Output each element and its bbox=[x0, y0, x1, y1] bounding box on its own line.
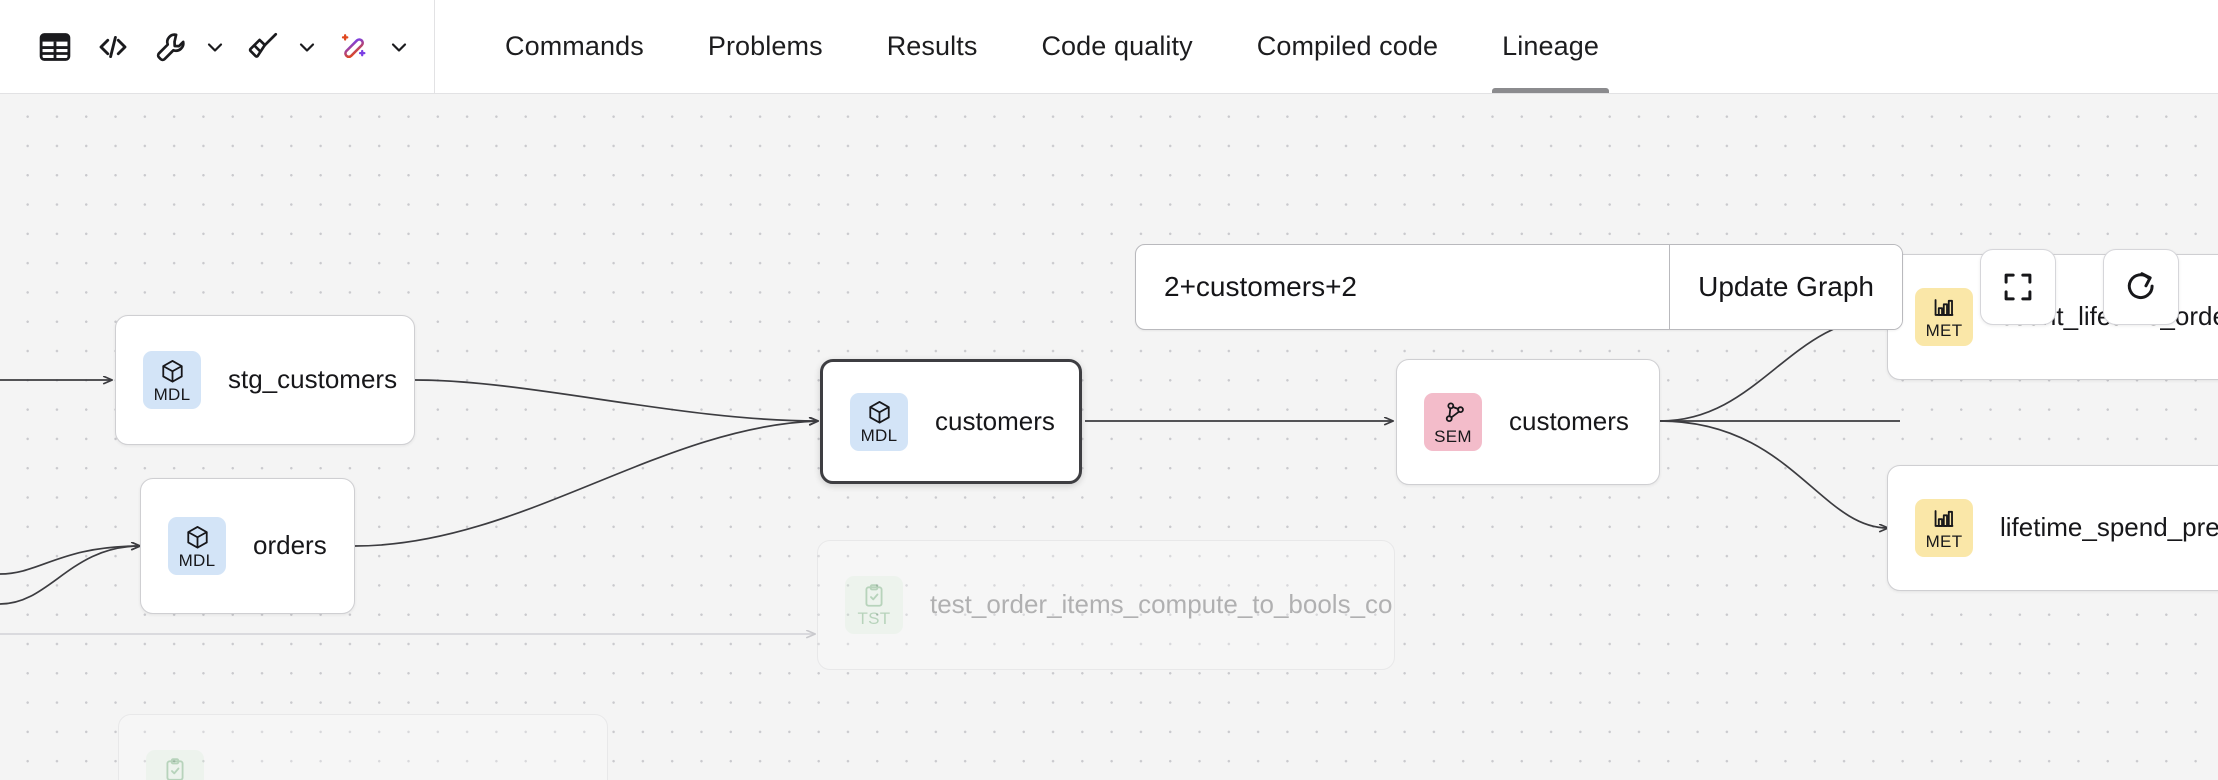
badge-text: MET bbox=[1925, 321, 1963, 340]
wrench-icon[interactable] bbox=[144, 20, 198, 74]
bar-chart-icon bbox=[1934, 299, 1954, 316]
lineage-node-orders[interactable]: MDL orders bbox=[140, 478, 355, 614]
chevron-down-glyph bbox=[207, 42, 223, 52]
node-type-badge-met: MET bbox=[1915, 499, 1973, 557]
code-glyph bbox=[99, 35, 127, 58]
view-tabs: Commands Problems Results Code quality C… bbox=[473, 0, 1631, 93]
network-icon bbox=[1445, 401, 1464, 422]
lineage-search-bar: Update Graph bbox=[1135, 244, 1903, 330]
node-label: stg_customers bbox=[228, 364, 398, 395]
top-toolbar: Commands Problems Results Code quality C… bbox=[0, 0, 2218, 94]
bar-chart-icon bbox=[1934, 510, 1954, 527]
edge bbox=[0, 546, 140, 575]
refresh-icon bbox=[2127, 272, 2154, 300]
node-label: customers bbox=[935, 405, 1055, 436]
node-label: test_order_items_compute_to_bools_correc… bbox=[930, 589, 1395, 620]
node-label: customers bbox=[1509, 406, 1629, 437]
tab-label: Commands bbox=[505, 31, 644, 61]
wrench-glyph bbox=[156, 32, 185, 61]
edge bbox=[1659, 317, 1888, 422]
edge bbox=[1659, 420, 1888, 528]
format-menu[interactable] bbox=[236, 20, 324, 74]
clipboard-check-icon bbox=[166, 758, 184, 780]
lineage-node-customers-semantic[interactable]: SEM customers bbox=[1396, 359, 1660, 485]
cube-icon bbox=[161, 359, 183, 383]
lineage-canvas[interactable]: MDL stg_customers MDL orders MDL custome… bbox=[0, 94, 2218, 780]
chevron-down-glyph bbox=[391, 42, 407, 52]
tab-results[interactable]: Results bbox=[855, 0, 1010, 93]
node-type-badge-tst: TST bbox=[146, 750, 204, 780]
fit-view-icon bbox=[2004, 273, 2032, 301]
tab-underline bbox=[698, 88, 833, 93]
chevron-down-glyph bbox=[299, 42, 315, 52]
badge-text: TST bbox=[857, 609, 891, 628]
tab-label: Results bbox=[886, 31, 978, 61]
tab-code-quality[interactable]: Code quality bbox=[1009, 0, 1224, 93]
code-icon[interactable] bbox=[86, 20, 140, 74]
chevron-down-icon[interactable] bbox=[290, 20, 324, 74]
badge-text: MDL bbox=[178, 550, 216, 570]
broom-icon[interactable] bbox=[236, 20, 290, 74]
editor-tool-group bbox=[0, 0, 435, 93]
badge-text: MDL bbox=[860, 426, 898, 445]
edge bbox=[354, 421, 818, 547]
tab-underline bbox=[1492, 88, 1609, 93]
clipboard-check-icon bbox=[865, 584, 883, 607]
tab-compiled-code[interactable]: Compiled code bbox=[1225, 0, 1470, 93]
fit-view-button[interactable] bbox=[1980, 249, 2056, 325]
tab-underline bbox=[1031, 88, 1202, 93]
lineage-node-test-order-items[interactable]: TST test_order_items_compute_to_bools_co… bbox=[817, 540, 1395, 670]
tab-lineage[interactable]: Lineage bbox=[1470, 0, 1631, 93]
lineage-node-customers-model[interactable]: MDL customers bbox=[820, 359, 1082, 484]
ai-assist-menu[interactable] bbox=[328, 20, 416, 74]
magic-wand-glyph bbox=[341, 33, 366, 58]
lineage-node-partial-test[interactable]: TST bbox=[118, 714, 608, 780]
update-graph-button[interactable]: Update Graph bbox=[1669, 245, 1902, 329]
table-view-glyph bbox=[39, 32, 71, 61]
broom-glyph bbox=[248, 32, 278, 58]
tab-commands[interactable]: Commands bbox=[473, 0, 676, 93]
tab-label: Lineage bbox=[1502, 31, 1599, 61]
chevron-down-icon[interactable] bbox=[198, 20, 232, 74]
node-label: lifetime_spend_pretax bbox=[2000, 512, 2218, 543]
tab-label: Problems bbox=[707, 31, 823, 61]
tab-label: Code quality bbox=[1041, 31, 1193, 61]
refresh-button[interactable] bbox=[2103, 249, 2179, 325]
tab-underline bbox=[495, 88, 654, 93]
node-type-badge-met: MET bbox=[1915, 288, 1973, 346]
cube-icon bbox=[868, 401, 890, 424]
node-type-badge-mdl: MDL bbox=[168, 517, 226, 575]
tab-underline bbox=[877, 88, 988, 93]
magic-wand-icon[interactable] bbox=[328, 20, 382, 74]
node-label: orders bbox=[253, 530, 327, 561]
edge bbox=[414, 379, 818, 421]
tab-problems[interactable]: Problems bbox=[676, 0, 855, 93]
node-type-badge-mdl: MDL bbox=[850, 392, 908, 451]
lineage-node-lifetime-spend-pretax[interactable]: MET lifetime_spend_pretax bbox=[1887, 465, 2218, 591]
node-type-badge-sem: SEM bbox=[1424, 393, 1482, 451]
lineage-node-stg-customers[interactable]: MDL stg_customers bbox=[115, 315, 415, 445]
cube-icon bbox=[186, 525, 208, 549]
chevron-down-icon[interactable] bbox=[382, 20, 416, 74]
table-view-icon[interactable] bbox=[28, 20, 82, 74]
edge bbox=[0, 546, 140, 605]
badge-text: MDL bbox=[153, 384, 191, 404]
tab-label: Compiled code bbox=[1256, 31, 1439, 61]
tab-underline bbox=[1247, 88, 1448, 93]
lineage-search-input[interactable] bbox=[1136, 245, 1670, 329]
tools-menu[interactable] bbox=[144, 20, 232, 74]
badge-text: SEM bbox=[1434, 426, 1472, 446]
node-type-badge-mdl: MDL bbox=[143, 351, 201, 409]
badge-text: MET bbox=[1925, 532, 1963, 551]
node-type-badge-tst: TST bbox=[845, 576, 903, 634]
